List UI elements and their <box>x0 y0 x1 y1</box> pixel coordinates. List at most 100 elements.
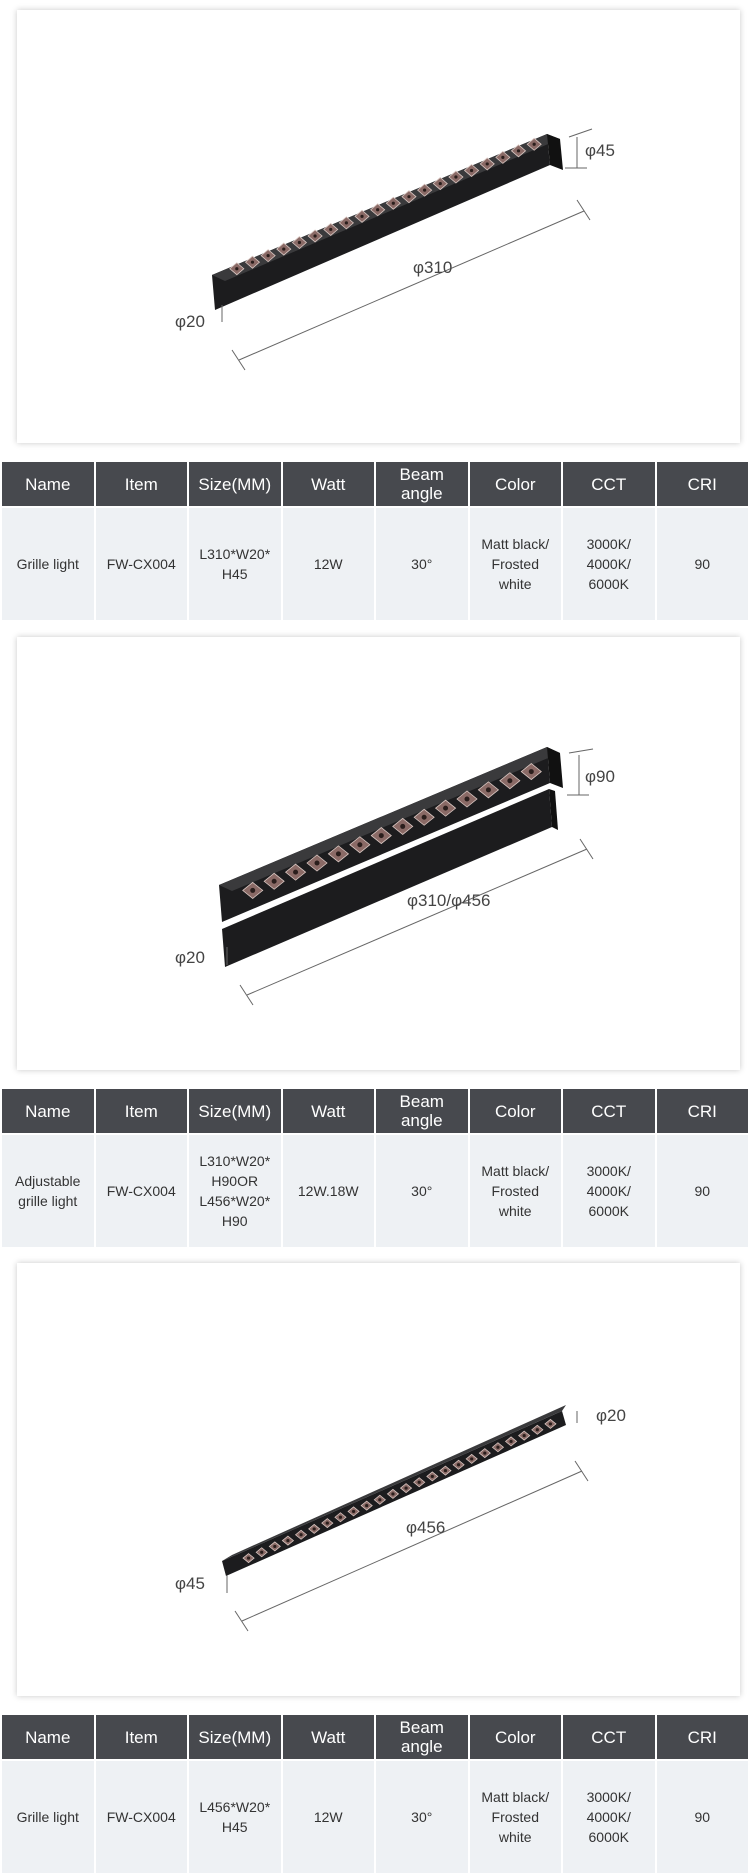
led-chip <box>378 833 384 839</box>
fixture-end <box>549 789 558 830</box>
reflector-row <box>229 137 542 276</box>
led-chip <box>235 267 239 271</box>
led-chip <box>357 842 363 848</box>
cell-item: FW-CX004 <box>95 1135 187 1247</box>
product-drawing: φ310 φ45 φ20 <box>175 128 615 371</box>
led-chip <box>454 175 458 179</box>
header-beam-angle: Beam angle <box>376 1715 468 1761</box>
led-chip <box>325 1521 329 1525</box>
led-chip <box>273 1544 277 1549</box>
reflector-row <box>242 763 542 899</box>
led-chip <box>335 851 341 857</box>
header-beam-angle: Beam angle <box>376 462 468 508</box>
led-chip <box>485 162 489 166</box>
led-chip <box>338 1515 343 1519</box>
length-dimension-line <box>238 210 585 361</box>
fixture-top <box>222 1405 566 1561</box>
tick <box>568 128 593 138</box>
header-size: Size(MM) <box>189 1715 281 1761</box>
header-watt: Watt <box>282 1715 374 1761</box>
fixture-top <box>219 747 560 891</box>
led-chip <box>271 878 277 884</box>
led-chip <box>535 1428 539 1432</box>
cell-color: Matt black/ Frosted white <box>469 508 561 620</box>
cell-cri: 90 <box>656 508 748 620</box>
led-chip <box>260 1550 264 1554</box>
spec-table: Name Item Size(MM) Watt Beam angle Color… <box>0 1089 750 1247</box>
header-name: Name <box>2 1089 94 1135</box>
header-cri: CRI <box>656 462 748 508</box>
width-label: φ45 <box>175 1574 205 1593</box>
cell-color: Matt black/ Frosted white <box>469 1135 561 1247</box>
led-chip <box>516 149 521 153</box>
cell-item: FW-CX004 <box>95 1761 187 1873</box>
led-chip <box>314 860 320 866</box>
header-color: Color <box>469 1715 561 1761</box>
led-chip <box>360 214 364 218</box>
length-label: φ310 <box>413 258 452 277</box>
tick <box>239 984 254 1006</box>
length-label: φ310/φ456 <box>407 891 491 910</box>
header-cri: CRI <box>656 1089 748 1135</box>
led-chip <box>421 814 427 820</box>
cell-cct: 3000K/ 4000K/ 6000K <box>563 1135 655 1247</box>
led-chip <box>532 142 536 146</box>
cell-cct: 3000K/ 4000K/ 6000K <box>563 1761 655 1873</box>
led-chip <box>407 195 411 199</box>
header-name: Name <box>2 1715 94 1761</box>
header-item: Item <box>95 1089 187 1135</box>
cell-name: Adjustable grille light <box>2 1135 94 1247</box>
tick <box>231 349 246 371</box>
led-chip <box>469 168 474 173</box>
height-label: φ45 <box>585 141 615 160</box>
led-chip <box>528 769 534 775</box>
tick <box>574 1460 589 1482</box>
cell-size: L310*W20* H90OR L456*W20* H90 <box>189 1135 281 1247</box>
cell-cri: 90 <box>656 1135 748 1247</box>
header-watt: Watt <box>282 1089 374 1135</box>
spec-row: Adjustable grille light FW-CX004 L310*W2… <box>2 1135 748 1247</box>
cell-color: Matt black/ Frosted white <box>469 1761 561 1873</box>
led-chip <box>312 1527 316 1531</box>
fixture-end <box>547 747 563 788</box>
cell-beam-angle: 30° <box>376 1135 468 1247</box>
led-chip <box>430 1474 434 1479</box>
header-cct: CCT <box>563 462 655 508</box>
length-dimension-line <box>241 1470 583 1622</box>
led-chip <box>443 805 449 811</box>
led-chip <box>509 1439 513 1444</box>
led-chip <box>293 869 299 875</box>
led-chip <box>423 188 427 192</box>
led-chip <box>501 155 505 159</box>
led-chip <box>266 254 270 258</box>
length-label: φ456 <box>406 1518 445 1537</box>
led-chip <box>250 260 255 264</box>
cell-item: FW-CX004 <box>95 508 187 620</box>
header-color: Color <box>469 1089 561 1135</box>
led-chip <box>456 1463 461 1467</box>
cell-size: L310*W20* H45 <box>189 508 281 620</box>
product-image-card: φ310 φ45 φ20 <box>17 10 740 443</box>
tick <box>579 838 594 860</box>
cell-beam-angle: 30° <box>376 508 468 620</box>
product-image-card: φ310/φ456 φ90 φ20 <box>17 637 740 1070</box>
header-item: Item <box>95 462 187 508</box>
led-chip <box>464 796 470 802</box>
led-chip <box>329 227 333 232</box>
length-dimension-line <box>246 848 588 996</box>
cell-name: Grille light <box>2 508 94 620</box>
product-image-card: φ456 φ20 φ45 <box>17 1263 740 1696</box>
led-chip <box>344 221 348 225</box>
spec-header-row: Name Item Size(MM) Watt Beam angle Color… <box>2 462 748 508</box>
tick <box>234 1610 249 1632</box>
led-chip <box>286 1538 290 1543</box>
spec-header-row: Name Item Size(MM) Watt Beam angle Color… <box>2 1089 748 1135</box>
cell-name: Grille light <box>2 1761 94 1873</box>
spec-header-row: Name Item Size(MM) Watt Beam angle Color… <box>2 1715 748 1761</box>
header-name: Name <box>2 462 94 508</box>
fixture-end <box>547 134 563 170</box>
header-cct: CCT <box>563 1715 655 1761</box>
led-chip <box>378 1498 382 1502</box>
header-size: Size(MM) <box>189 1089 281 1135</box>
header-size: Size(MM) <box>189 462 281 508</box>
